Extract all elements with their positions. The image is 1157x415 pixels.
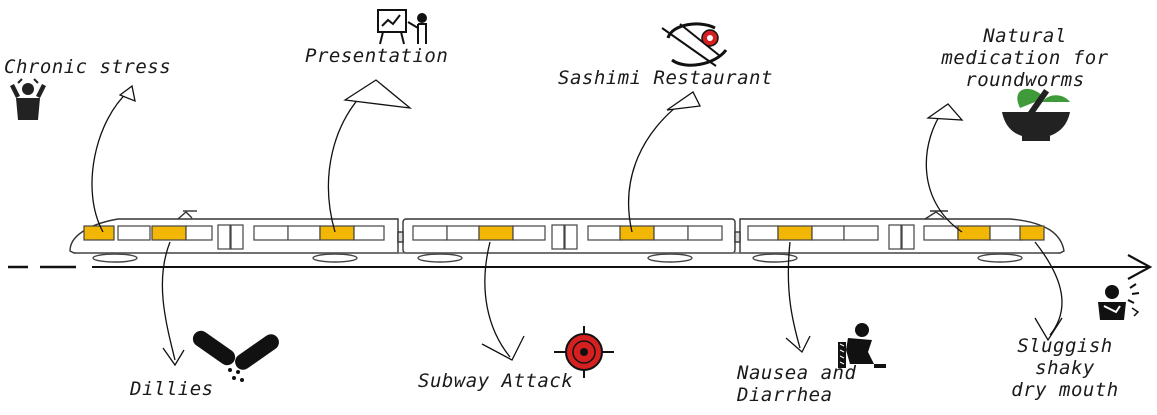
label-dillies: Dillies <box>130 378 214 400</box>
train-doors <box>217 224 915 250</box>
connectors-below <box>161 241 1063 367</box>
connector-sashimi <box>628 94 693 233</box>
window <box>653 225 689 241</box>
label-line: medication for <box>941 47 1109 69</box>
highlighted-window <box>319 225 355 241</box>
label-natural-medication: Natural medication for roundworms <box>930 25 1120 91</box>
sick-person-icon <box>838 323 886 368</box>
pills-icon <box>192 330 279 382</box>
window <box>843 225 879 241</box>
highlighted-window <box>957 225 991 241</box>
connector-nausea <box>787 241 801 349</box>
window <box>412 225 448 241</box>
window <box>253 225 289 241</box>
label-chronic-stress: Chronic stress <box>4 56 172 78</box>
presenter-icon <box>377 9 427 45</box>
arrowhead-icon <box>1127 254 1153 280</box>
window <box>989 225 1023 241</box>
connector-sluggish <box>1034 241 1063 336</box>
connector-dillies <box>161 241 176 361</box>
label-sashimi-restaurant: Sashimi Restaurant <box>558 67 773 89</box>
label-line: Nausea and <box>737 362 857 384</box>
window <box>587 225 623 241</box>
window <box>687 225 723 241</box>
connector-chronic-stress <box>91 89 131 233</box>
connector-presentation <box>327 81 376 233</box>
window <box>287 225 321 241</box>
label-subway-attack: Subway Attack <box>418 370 574 392</box>
highlighted-window <box>151 225 187 241</box>
highlighted-window <box>478 225 514 241</box>
trembling-person-icon <box>1098 283 1140 320</box>
label-line: Diarrhea <box>737 384 833 406</box>
connector-medication <box>925 107 963 233</box>
timeline-axis <box>8 254 1153 280</box>
label-nausea-diarrhea: Nausea and Diarrhea <box>737 362 856 406</box>
label-line: shaky <box>1035 357 1095 379</box>
train-windows <box>83 225 1045 241</box>
mortar-pestle-icon <box>1002 88 1070 141</box>
window <box>185 225 213 241</box>
window <box>512 225 546 241</box>
stressed-person-icon <box>10 78 46 120</box>
window <box>117 225 151 241</box>
window <box>811 225 845 241</box>
highlighted-window <box>777 225 813 241</box>
highlighted-window <box>83 225 115 241</box>
window <box>747 225 779 241</box>
window <box>353 225 385 241</box>
window <box>923 225 959 241</box>
no-sushi-icon <box>661 22 728 67</box>
window <box>446 225 480 241</box>
label-line: roundworms <box>965 69 1085 91</box>
label-sluggish: Sluggish shaky dry mouth <box>985 335 1145 401</box>
connector-subway-attack <box>484 241 511 358</box>
label-presentation: Presentation <box>305 45 449 67</box>
label-line: dry mouth <box>1011 379 1119 401</box>
crosshair-target-icon <box>554 326 614 378</box>
highlighted-window <box>1019 225 1045 241</box>
highlighted-window <box>619 225 655 241</box>
label-line: Sluggish <box>1017 335 1113 357</box>
connectors-above <box>91 79 964 233</box>
label-line: Natural <box>983 25 1067 47</box>
